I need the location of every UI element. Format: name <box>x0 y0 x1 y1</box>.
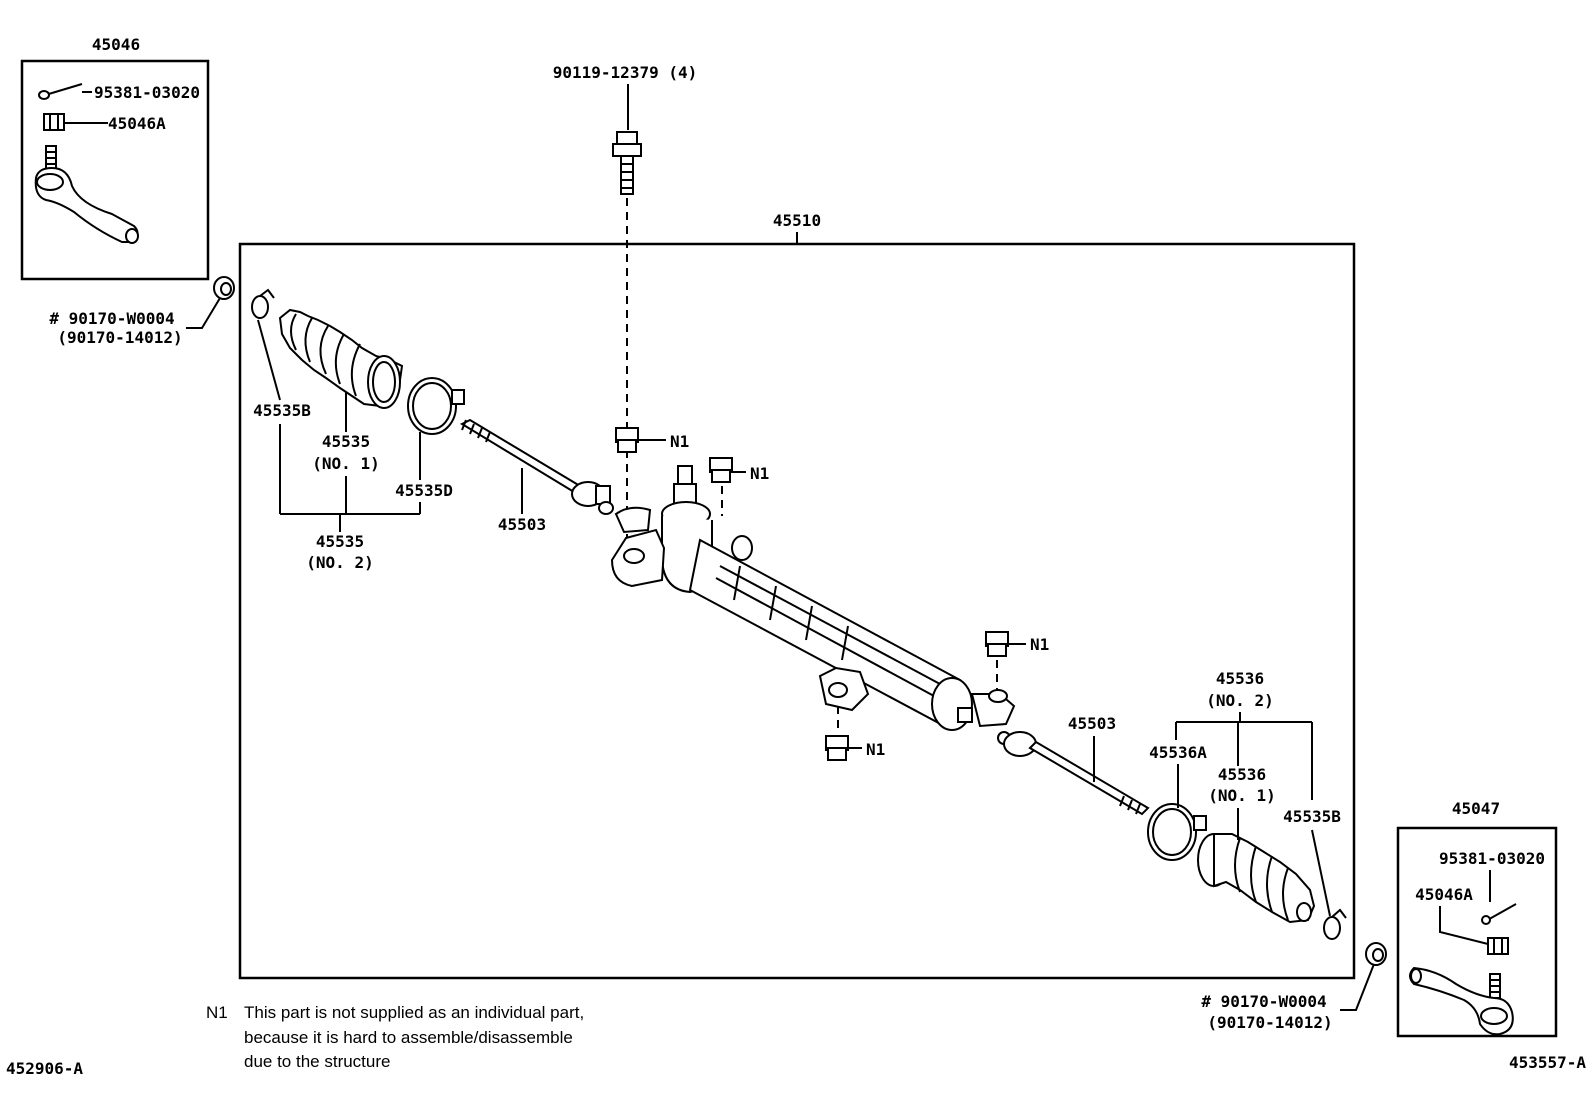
lock-nut-right-icon <box>1365 942 1387 966</box>
label-n1-a: N1 <box>670 432 689 451</box>
bushing-n1-a-icon <box>615 427 639 453</box>
label-n1-c: N1 <box>1030 635 1049 654</box>
tie-rod-end-inset-left: 45046 95381-03020 45046A <box>20 35 210 281</box>
tie-rod-end-icon <box>34 145 139 244</box>
label-45046A-br: 45046A <box>1415 885 1473 904</box>
lock-nut-left-icon <box>213 276 235 300</box>
tie-rod-right-icon <box>997 731 1150 816</box>
label-90170-left-alt: (90170-14012) <box>57 328 182 347</box>
label-45535B-right: 45535B <box>1283 807 1341 826</box>
large-clamp-right-icon <box>1147 803 1207 861</box>
tie-rod-end-inset-right: 45047 95381-03020 45046A <box>1396 799 1558 1038</box>
label-n1-d: N1 <box>866 740 885 759</box>
label-45535-no2: (NO. 2) <box>306 553 373 572</box>
bolt-icon <box>612 131 642 195</box>
label-45536-top: 45536 <box>1216 669 1264 688</box>
label-45047: 45047 <box>1452 799 1500 818</box>
label-90170-right-alt: (90170-14012) <box>1207 1013 1332 1032</box>
label-90119: 90119-12379 (4) <box>553 63 698 82</box>
n1-footnote: N1 This part is not supplied as an indiv… <box>206 1003 584 1071</box>
label-45535D: 45535D <box>395 481 453 500</box>
cotter-pin-icon <box>38 83 83 100</box>
label-45046: 45046 <box>92 35 140 54</box>
bushing-n1-b-icon <box>709 457 733 483</box>
label-n1-b: N1 <box>750 464 769 483</box>
footnote-marker: N1 <box>206 1003 228 1022</box>
large-clamp-left-icon <box>407 377 465 435</box>
steering-gear-housing-icon <box>610 465 1016 731</box>
label-45503-left: 45503 <box>498 515 546 534</box>
footnote-line-3: due to the structure <box>244 1052 390 1071</box>
bushing-n1-d-icon <box>825 735 849 761</box>
label-90170-left: # 90170-W0004 <box>49 309 174 328</box>
bellows-boot-right-icon <box>1197 833 1316 924</box>
label-95381-br: 95381-03020 <box>1439 849 1545 868</box>
reference-code-right: 453557-A <box>1509 1053 1586 1072</box>
label-45536-no2: (NO. 2) <box>1206 691 1273 710</box>
label-45536A: 45536A <box>1149 743 1207 762</box>
label-45536-no1: (NO. 1) <box>1208 786 1275 805</box>
label-45535-no1: (NO. 1) <box>312 454 379 473</box>
castle-nut-right-icon <box>1487 937 1509 955</box>
cotter-pin-right-icon <box>1481 903 1517 925</box>
tie-rod-end-right-icon <box>1409 966 1514 1036</box>
label-90170-right: # 90170-W0004 <box>1201 992 1326 1011</box>
label-45535-bottom: 45535 <box>316 532 364 551</box>
tie-rod-left-icon <box>459 418 614 515</box>
label-45536-mid: 45536 <box>1218 765 1266 784</box>
bushing-n1-c-icon <box>985 631 1009 657</box>
label-45503-right: 45503 <box>1068 714 1116 733</box>
footnote-line-1: This part is not supplied as an individu… <box>244 1003 584 1022</box>
bellows-boot-left-icon <box>278 308 404 409</box>
label-45510: 45510 <box>773 211 821 230</box>
label-45535-top: 45535 <box>322 432 370 451</box>
reference-code-left: 452906-A <box>6 1059 83 1078</box>
footnote-line-2: because it is hard to assemble/disassemb… <box>244 1028 573 1047</box>
label-45535B-left: 45535B <box>253 401 311 420</box>
label-95381-tl: 95381-03020 <box>94 83 200 102</box>
small-clamp-left-icon <box>251 288 275 319</box>
small-clamp-right-icon <box>1323 908 1347 940</box>
label-45046A-tl: 45046A <box>108 114 166 133</box>
castle-nut-icon <box>43 113 65 131</box>
